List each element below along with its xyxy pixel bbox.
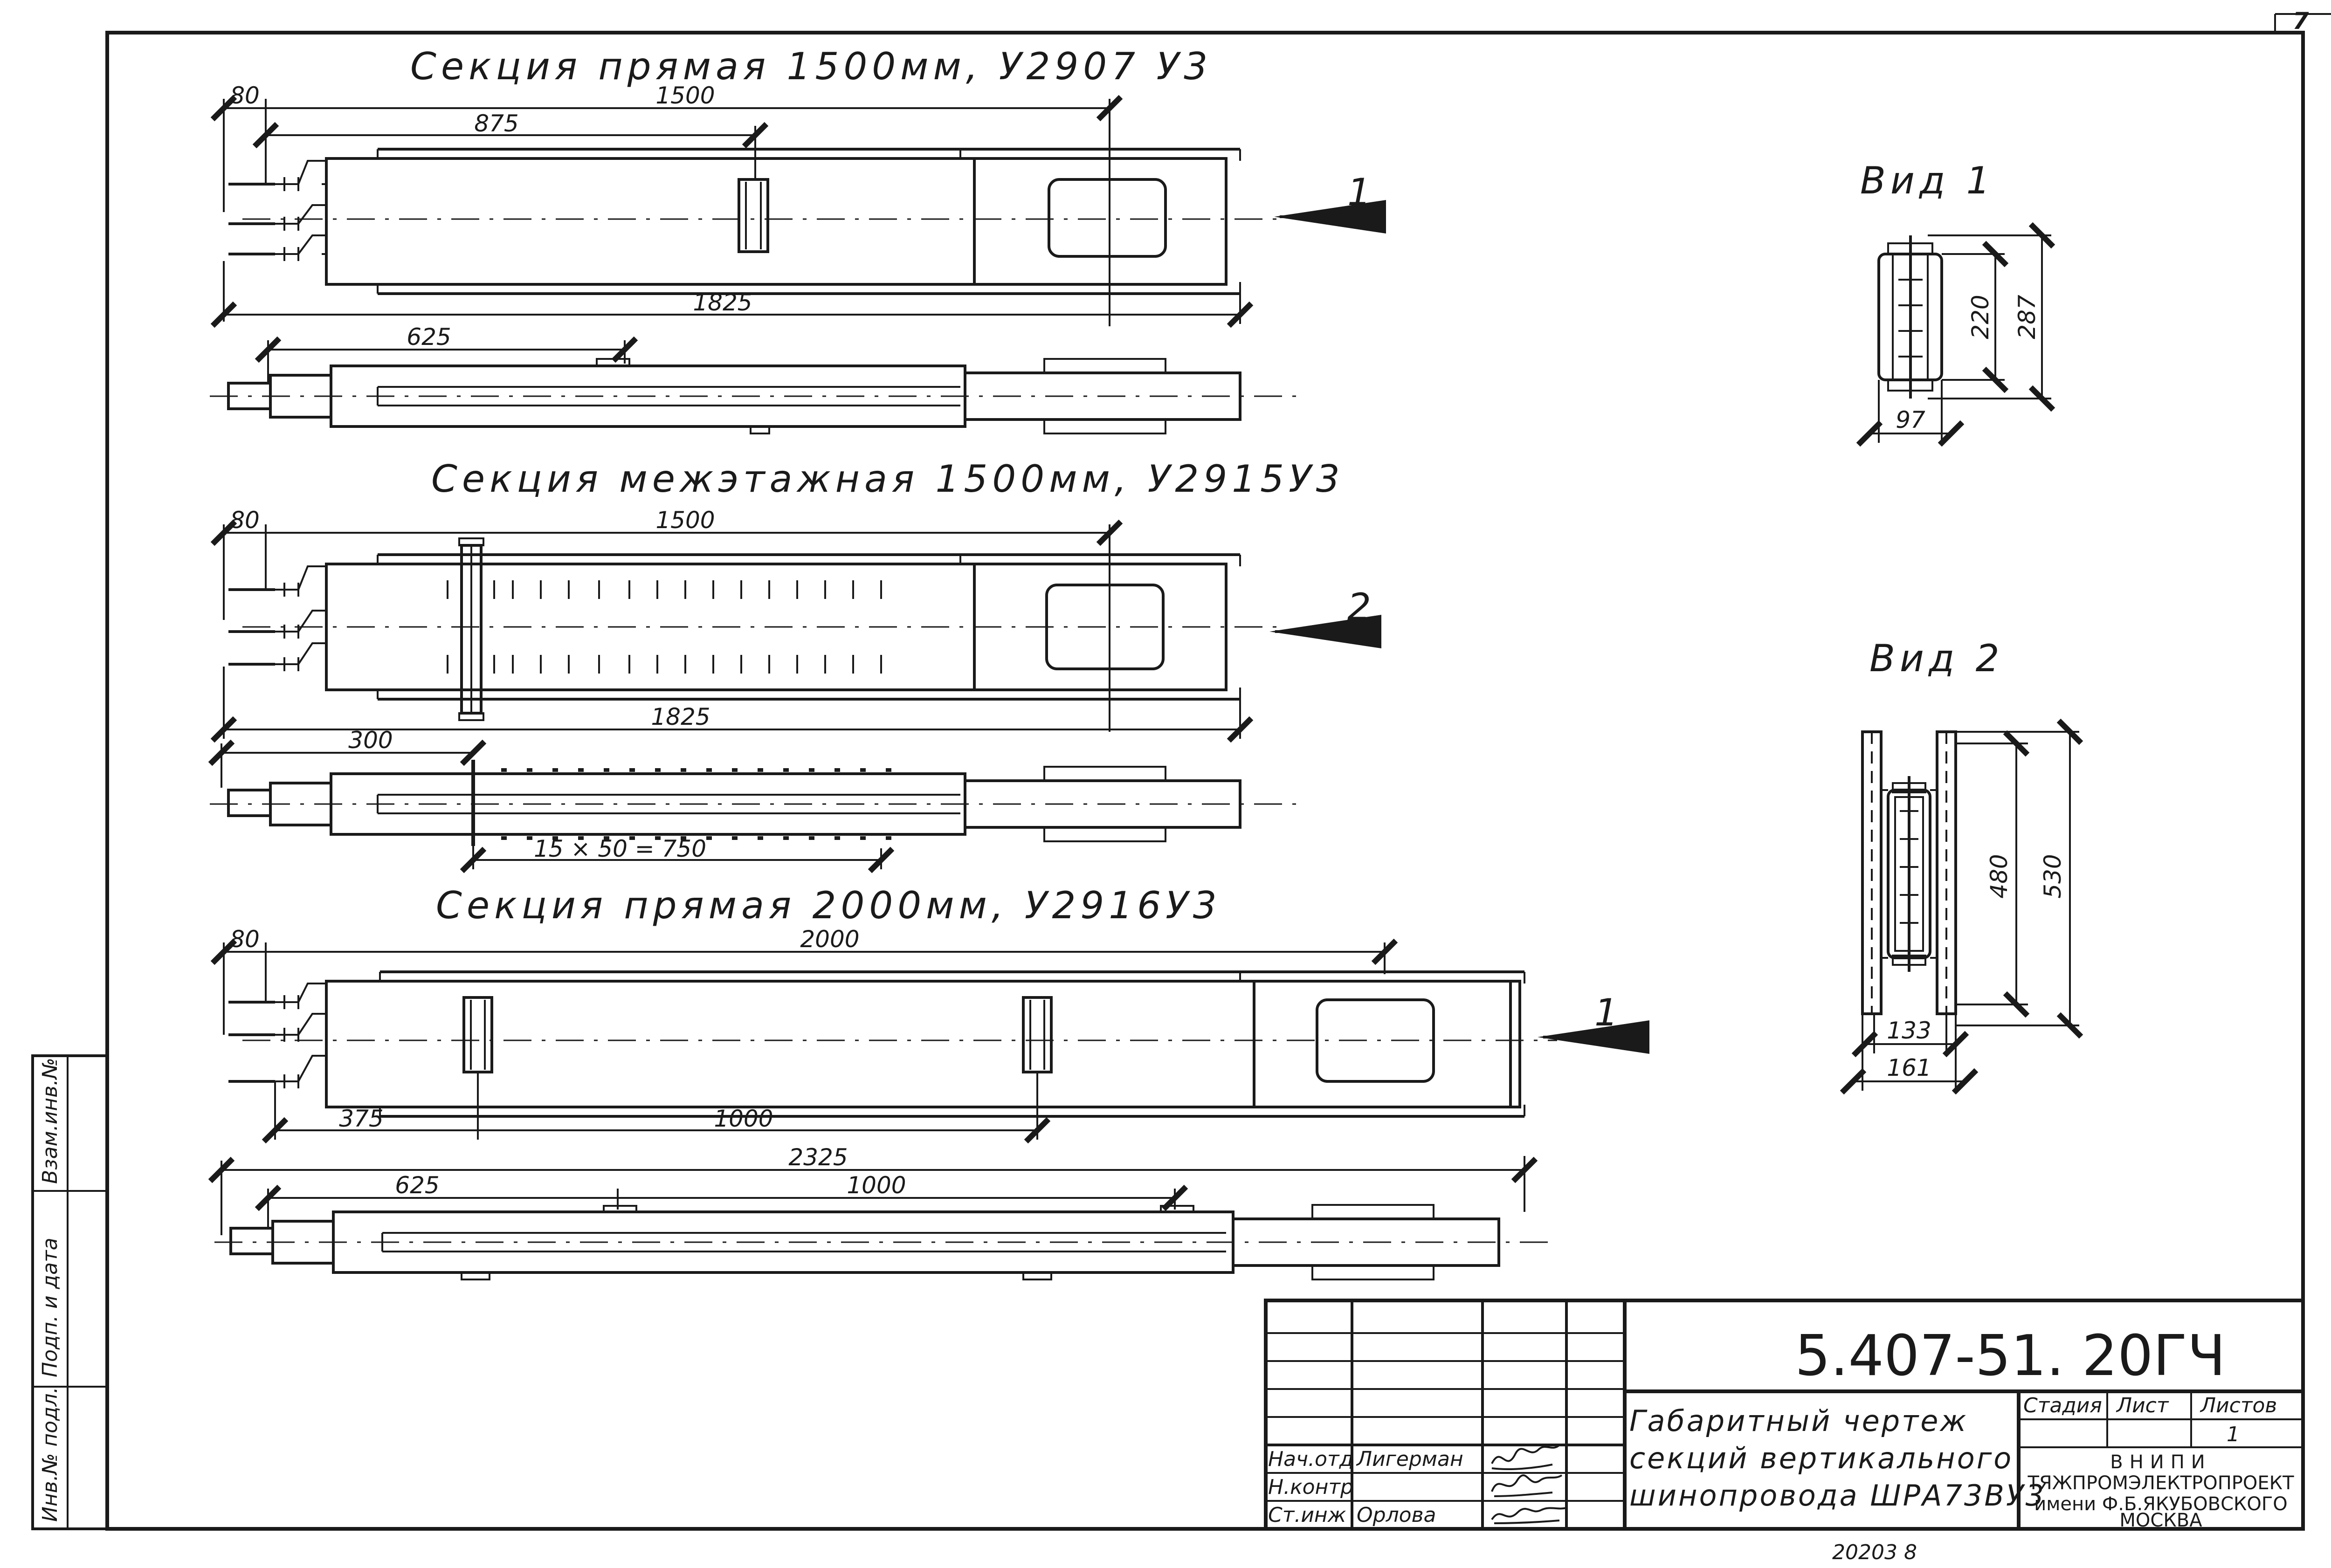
view-2: Вид 2 480 530 133 161 bbox=[1840, 637, 2083, 1095]
header-sheet: Лист bbox=[2116, 1394, 2169, 1417]
section-2-dim-top-lead: 80 bbox=[230, 507, 260, 534]
section-3-dimensions: 80 2000 375 1000 2325 bbox=[208, 926, 1538, 1235]
section-1-arrow-label: 1 bbox=[1347, 171, 1376, 214]
section-2: Секция межэтажная 1500мм, У2915У3 bbox=[208, 457, 1381, 873]
view-2-title: Вид 2 bbox=[1869, 637, 2004, 680]
side-stamp-label-signature: Подп. и дата bbox=[38, 1238, 62, 1377]
section-2-title: Секция межэтажная 1500мм, У2915У3 bbox=[431, 457, 1345, 501]
drawing-description-line-1: Габаритный чертеж bbox=[1629, 1404, 1968, 1438]
sheet-corner-number: 7 bbox=[2293, 7, 2309, 34]
signature-marks bbox=[1491, 1444, 1567, 1524]
title-block: 5.407-51. 20ГЧ Габаритный чертеж секций … bbox=[1264, 1299, 2305, 1531]
view-1-title: Вид 1 bbox=[1860, 159, 1995, 202]
section-3-dim-overall: 2325 bbox=[788, 1144, 848, 1171]
header-sheets: Листов bbox=[2200, 1394, 2277, 1417]
section-3: Секция прямая 2000мм, У2916У3 bbox=[208, 884, 1649, 1280]
view-1: Вид 1 220 287 97 bbox=[1856, 159, 2055, 447]
side-stamp: Взам.инв.№ Подп. и дата Инв.№ подл. bbox=[31, 1054, 109, 1530]
section-3-dim-offset: 375 bbox=[339, 1105, 383, 1132]
section-2-dimensions: 80 1500 1825 bbox=[210, 507, 1254, 743]
section-3-arrow-label: 1 bbox=[1594, 991, 1623, 1034]
section-3-dim-top-lead: 80 bbox=[230, 926, 260, 953]
section-1: Секция прямая 1500мм, У2907 У3 bbox=[210, 45, 1386, 434]
view-1-dim-height-outer: 287 bbox=[2014, 295, 2041, 339]
org-name-line-3: имени Ф.Б.ЯКУБОВСКОГО bbox=[2034, 1493, 2288, 1515]
section-1-dim-length: 1500 bbox=[655, 82, 715, 109]
section-1-dim-top-lead: 80 bbox=[230, 82, 260, 109]
drawing-description-line-2: секций вертикального bbox=[1629, 1441, 2013, 1475]
section-2-side-view bbox=[210, 760, 1301, 846]
person-role-head: Нач.отд bbox=[1268, 1447, 1353, 1471]
person-role-engineer: Ст.инж bbox=[1268, 1503, 1346, 1527]
header-stage: Стадия bbox=[2023, 1394, 2102, 1417]
section-1-dim-lower-offset: 625 bbox=[407, 323, 451, 351]
section-1-dimensions: 80 1500 875 1825 bbox=[210, 82, 1254, 328]
section-2-dim-pitch: 15 × 50 = 750 bbox=[534, 835, 706, 862]
section-3-dim-length: 2000 bbox=[800, 926, 859, 953]
section-1-plan-view bbox=[228, 148, 1287, 295]
section-2-dim-length: 1500 bbox=[655, 507, 715, 534]
view-2-dim-width-inner: 133 bbox=[1887, 1017, 1931, 1044]
org-name-line-2: ТЯЖПРОМЭЛЕКТРОПРОЕКТ bbox=[2027, 1472, 2294, 1494]
org-name-line-4: МОСКВА bbox=[2119, 1510, 2202, 1531]
view-2-dim-height-inner: 480 bbox=[1986, 854, 2013, 898]
section-3-title: Секция прямая 2000мм, У2916У3 bbox=[436, 884, 1221, 927]
section-1-title: Секция прямая 1500мм, У2907 У3 bbox=[410, 45, 1212, 88]
section-1-dim-mid: 875 bbox=[474, 110, 518, 137]
side-stamp-label-replacement: Взам.инв.№ bbox=[38, 1058, 62, 1184]
person-name-head: Лигерман bbox=[1356, 1447, 1463, 1471]
view-2-dim-width-outer: 161 bbox=[1887, 1054, 1931, 1081]
bottom-number: 20203 8 bbox=[1832, 1540, 1917, 1564]
section-1-dim-overall: 1825 bbox=[693, 289, 752, 316]
section-3-plan-view bbox=[228, 970, 1557, 1118]
person-role-norm: Н.контр bbox=[1268, 1475, 1353, 1499]
sheet-frame: 7 bbox=[105, 7, 2331, 1531]
side-stamp-label-inventory: Инв.№ подл. bbox=[38, 1387, 62, 1522]
section-3-dim-spacing: 1000 bbox=[714, 1105, 773, 1132]
person-name-engineer: Орлова bbox=[1357, 1503, 1436, 1527]
org-name-line-1: ВНИПИ bbox=[2110, 1451, 2211, 1473]
section-2-arrow-label: 2 bbox=[1347, 585, 1376, 629]
view-2-dim-height-outer: 530 bbox=[2039, 854, 2066, 898]
section-2-plan-view bbox=[228, 537, 1287, 721]
section-3-dim-lower-offset: 625 bbox=[395, 1172, 439, 1199]
section-3-dim-lower-spacing: 1000 bbox=[847, 1172, 906, 1199]
section-3-side-view bbox=[214, 1204, 1557, 1280]
section-2-dim-lower-offset: 300 bbox=[348, 727, 393, 754]
drawing-description-line-3: шинопровода ШРА73ВУ3 bbox=[1629, 1479, 2046, 1513]
section-2-dim-overall: 1825 bbox=[651, 703, 710, 730]
view-1-dim-height-inner: 220 bbox=[1967, 295, 1994, 339]
section-1-side-view bbox=[210, 358, 1301, 434]
value-sheets: 1 bbox=[2227, 1423, 2240, 1446]
view-1-dim-width: 97 bbox=[1896, 406, 1925, 433]
drawing-code: 5.407-51. 20ГЧ bbox=[1795, 1324, 2226, 1389]
